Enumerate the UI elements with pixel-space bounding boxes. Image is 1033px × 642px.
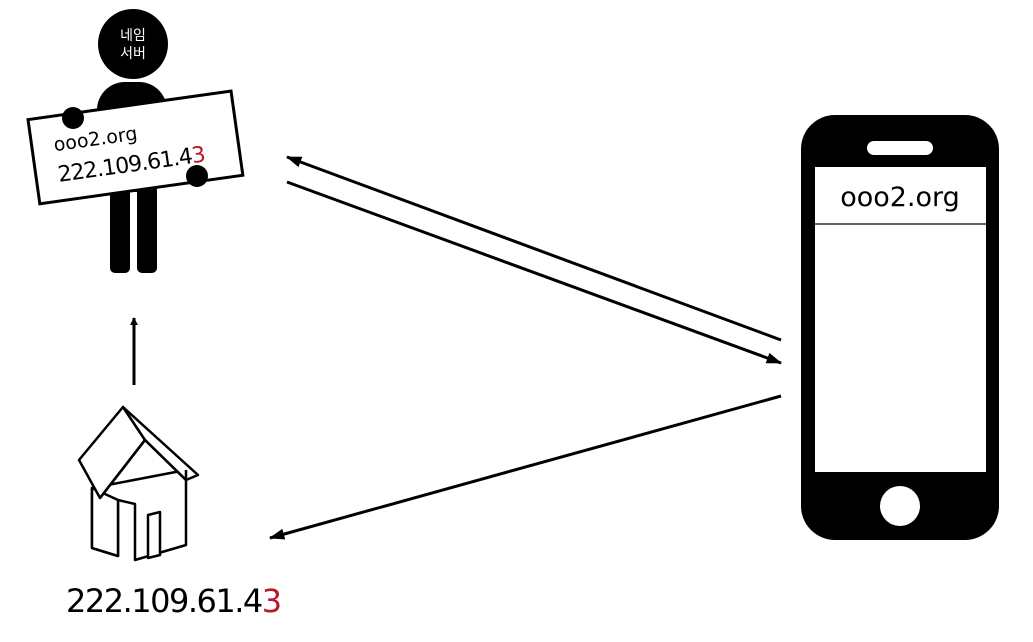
phone-speaker	[867, 141, 933, 155]
head	[98, 9, 168, 79]
phone-to-server-query-arrow	[285, 155, 782, 342]
phone-icon: ooo2.org	[801, 115, 999, 540]
name-server-label-line1: 네임	[120, 28, 146, 44]
left-leg	[110, 185, 130, 273]
dns-record-sign: ooo2.org 222.109.61.43	[26, 89, 245, 206]
house-ip-suffix: 3	[262, 582, 281, 620]
right-leg	[137, 185, 157, 273]
phone-home-button	[880, 486, 920, 526]
phone-screen	[815, 167, 986, 472]
house-ip-prefix: 222.109.61.4	[66, 582, 262, 620]
phone-to-house-arrow	[268, 394, 782, 540]
sign-ip-suffix: 3	[190, 143, 206, 170]
left-hand	[62, 107, 84, 129]
house-ip-text: 222.109.61.43	[66, 582, 281, 620]
house-icon	[77, 405, 200, 562]
phone-address-bar-text: ooo2.org	[840, 182, 960, 213]
name-server-label-line2: 서버	[120, 46, 146, 62]
name-server-figure: 네임 서버 ooo2.org 222.109.61.43	[26, 9, 245, 273]
right-hand	[186, 165, 208, 187]
server-to-phone-response-arrow	[286, 180, 783, 365]
